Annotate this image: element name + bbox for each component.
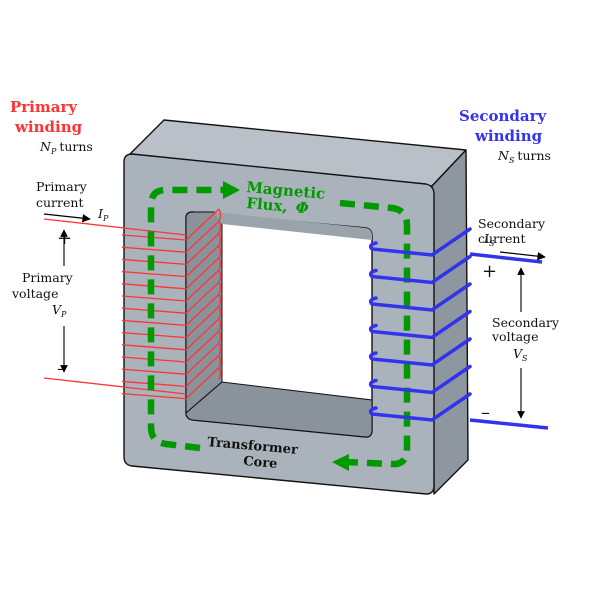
secondary-coil-turn bbox=[368, 392, 472, 422]
secondary-voltage-symbol: VS bbox=[513, 346, 528, 363]
core-label-2: Core bbox=[243, 454, 278, 472]
primary-coil-diagonal bbox=[185, 269, 220, 302]
secondary-coil-turn bbox=[368, 254, 472, 285]
secondary-coil-turn bbox=[368, 227, 472, 257]
flux-arrow-bottom bbox=[332, 454, 349, 471]
flux-path bbox=[147, 186, 411, 468]
primary-coil-return bbox=[218, 281, 222, 295]
primary-winding-title: Primary bbox=[10, 98, 78, 116]
primary-coil-diagonal bbox=[185, 342, 220, 375]
primary-coil-turn bbox=[121, 392, 187, 400]
primary-coil-diagonal bbox=[185, 220, 220, 253]
primary-coil-return bbox=[218, 330, 222, 344]
secondary-voltage-label-2: voltage bbox=[491, 329, 538, 344]
primary-coil-return bbox=[218, 306, 222, 319]
secondary-current-arrow bbox=[499, 251, 546, 261]
primary-coil-diagonal bbox=[185, 293, 220, 326]
flux-label-2: Flux, Φ bbox=[246, 194, 310, 217]
primary-current-label: Primary bbox=[36, 179, 88, 194]
primary-voltage-label-2: voltage bbox=[11, 286, 58, 301]
primary-current-label-2: current bbox=[36, 195, 83, 210]
secondary-coil-turn bbox=[368, 282, 472, 312]
primary-winding-coils bbox=[121, 208, 222, 400]
core-window-inner-top bbox=[214, 212, 372, 240]
secondary-winding-coils bbox=[368, 227, 472, 422]
primary-coil-diagonal bbox=[185, 245, 220, 278]
secondary-current-symbol: IS bbox=[483, 231, 495, 248]
primary-coil-return bbox=[218, 294, 222, 307]
primary-coil-turn bbox=[121, 368, 187, 375]
primary-coil-return bbox=[218, 342, 222, 356]
primary-voltage-symbol: VP bbox=[52, 302, 67, 319]
flux-label-word: Flux, bbox=[246, 194, 289, 216]
primary-coil-turn bbox=[121, 295, 187, 302]
primary-minus: – bbox=[57, 358, 66, 379]
secondary-current-label: Secondary bbox=[478, 216, 546, 231]
flux-symbol: Φ bbox=[295, 198, 310, 217]
primary-voltage-label: Primary bbox=[22, 270, 74, 285]
primary-coil-diagonal bbox=[185, 330, 220, 363]
primary-coil-diagonal bbox=[185, 306, 220, 339]
core-window-inner-left bbox=[185, 211, 223, 415]
primary-coil-return bbox=[218, 318, 222, 332]
secondary-coil-turn bbox=[368, 337, 472, 367]
primary-current-arrow bbox=[43, 213, 91, 223]
secondary-plus: + bbox=[482, 261, 497, 282]
primary-coil-return bbox=[218, 257, 222, 271]
primary-current-symbol: IP bbox=[97, 206, 109, 223]
primary-coil-return bbox=[218, 269, 222, 283]
secondary-current-label-2: current bbox=[478, 231, 525, 246]
secondary-coil-turn bbox=[368, 309, 472, 340]
primary-winding-title-2: winding bbox=[14, 118, 83, 136]
primary-coil-return bbox=[218, 355, 222, 368]
primary-coil-return bbox=[218, 233, 222, 246]
primary-coil-return bbox=[218, 208, 222, 222]
primary-lead-top bbox=[43, 218, 187, 236]
primary-coil-turn bbox=[121, 270, 187, 278]
flux-arrow-top bbox=[223, 181, 240, 199]
secondary-voltage-label: Secondary bbox=[492, 315, 560, 330]
primary-coil-turn bbox=[121, 246, 187, 253]
secondary-winding-title: Secondary bbox=[459, 107, 548, 125]
secondary-coil-turn bbox=[368, 364, 472, 395]
primary-coil-return bbox=[218, 245, 222, 258]
primary-coil-return bbox=[218, 367, 222, 380]
primary-coil-diagonal bbox=[185, 354, 220, 387]
secondary-lead-top bbox=[469, 252, 543, 264]
primary-coil-turn bbox=[121, 344, 187, 351]
core-side-face bbox=[431, 149, 469, 495]
primary-coil-return bbox=[218, 220, 222, 234]
primary-coil-diagonal bbox=[185, 318, 220, 351]
primary-lead-bottom bbox=[43, 377, 187, 395]
secondary-minus: – bbox=[481, 402, 490, 423]
secondary-winding-title-2: winding bbox=[474, 127, 543, 145]
secondary-lead-bottom bbox=[469, 418, 549, 430]
primary-coil-diagonal bbox=[185, 232, 220, 265]
primary-coil-turn bbox=[121, 319, 187, 327]
core-window-inner-bottom bbox=[185, 381, 373, 438]
primary-coil-diagonal bbox=[185, 281, 220, 314]
primary-coil-diagonal bbox=[185, 208, 220, 241]
primary-coil-diagonal bbox=[185, 257, 220, 290]
primary-coil-diagonal bbox=[185, 367, 220, 400]
